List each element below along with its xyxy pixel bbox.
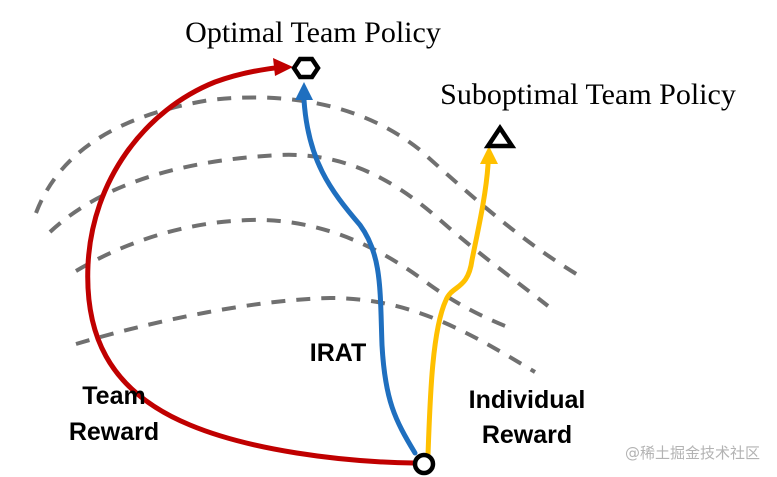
team-reward-path	[85, 58, 417, 466]
optimal-policy-label: Optimal Team Policy	[185, 16, 441, 49]
contour-line-4	[75, 295, 537, 374]
irat-curve	[301, 90, 418, 456]
contour-lines	[34, 95, 580, 374]
individual-reward-path	[425, 146, 498, 458]
individual-reward-arrowhead	[480, 146, 498, 164]
individual-reward-label-line1: Individual	[469, 386, 586, 414]
individual-reward-curve	[425, 155, 491, 458]
contour-line-2	[48, 152, 550, 308]
hexagon-icon	[291, 56, 321, 80]
team-reward-label-line2: Reward	[69, 418, 159, 446]
team-reward-label-line1: Team	[82, 382, 145, 410]
team-reward-curve	[85, 64, 417, 466]
watermark: @稀土掘金技术社区	[625, 444, 760, 462]
irat-path	[295, 82, 418, 456]
team-reward-arrowhead	[273, 58, 293, 76]
suboptimal-policy-label: Suboptimal Team Policy	[440, 78, 736, 111]
irat-arrowhead	[295, 82, 313, 100]
individual-reward-label-line2: Reward	[482, 421, 572, 449]
irat-label: IRAT	[310, 339, 366, 367]
circle-icon	[412, 452, 436, 476]
contour-line-1	[34, 95, 580, 277]
contour-line-3	[74, 217, 516, 332]
triangle-icon	[483, 123, 517, 149]
